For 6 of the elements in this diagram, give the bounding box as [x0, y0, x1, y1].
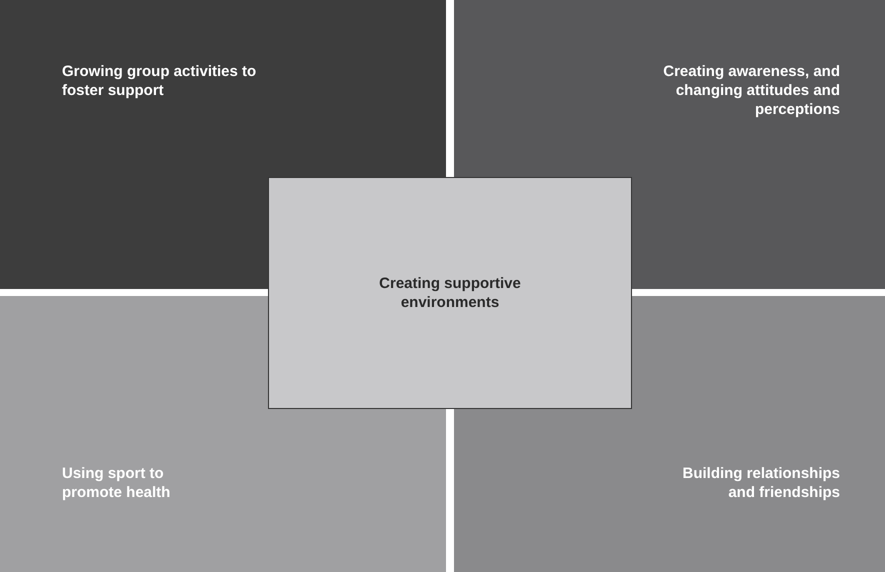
panel-label: Using sport to promote health: [62, 464, 172, 502]
panel-label: Growing group activities to foster support: [62, 62, 258, 100]
panel-label: Building relationships and friendships: [681, 464, 840, 502]
panel-label: Creating supportive environments: [378, 274, 522, 312]
panel-label: Creating awareness, and changing attitudes and perceptions: [662, 62, 840, 119]
center-box: [268, 177, 632, 409]
